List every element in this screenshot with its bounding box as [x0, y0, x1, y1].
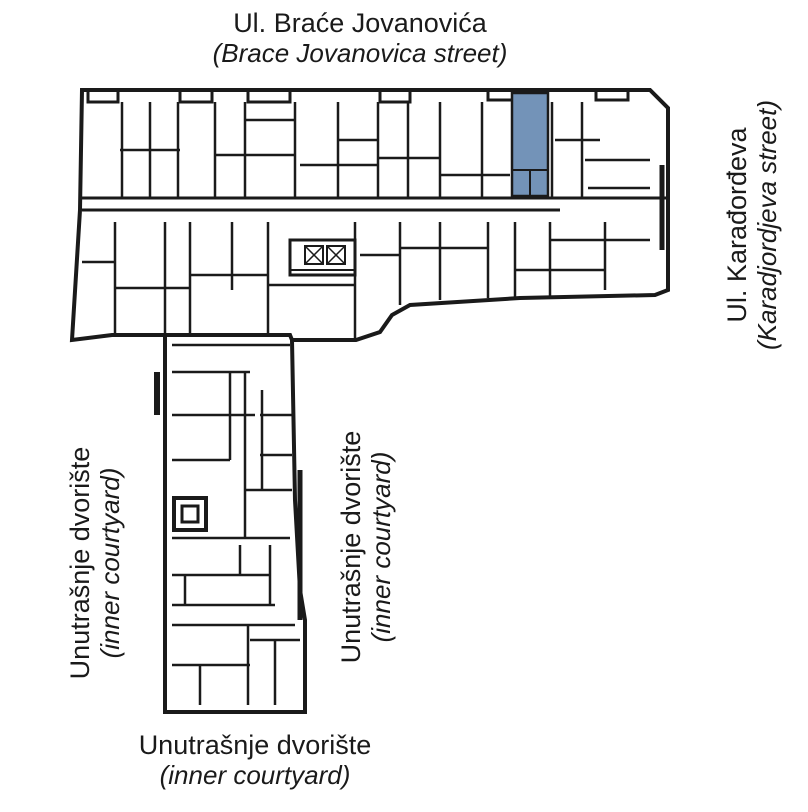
courtyard-name-english: (inner courtyard) [159, 760, 351, 791]
courtyard-name: Unutrašnje dvorište [138, 730, 372, 760]
upper-unit-walls [120, 102, 650, 198]
building-outline-top-wing [69, 88, 670, 343]
street-name: Ul. Braće Jovanovića [233, 8, 487, 38]
street-label-top: Ul. Braće Jovanovića (Brace Jovanovica s… [150, 8, 570, 69]
building-outline-courtyard-wing [163, 335, 307, 714]
courtyard-wing-walls [172, 343, 300, 705]
staircase-icon [172, 496, 208, 532]
street-name-english: (Brace Jovanovica street) [212, 38, 508, 69]
lower-unit-walls [82, 222, 650, 340]
elevator-icon [288, 238, 357, 277]
courtyard-label-bottom: Unutrašnje dvorište (inner courtyard) [90, 730, 420, 791]
